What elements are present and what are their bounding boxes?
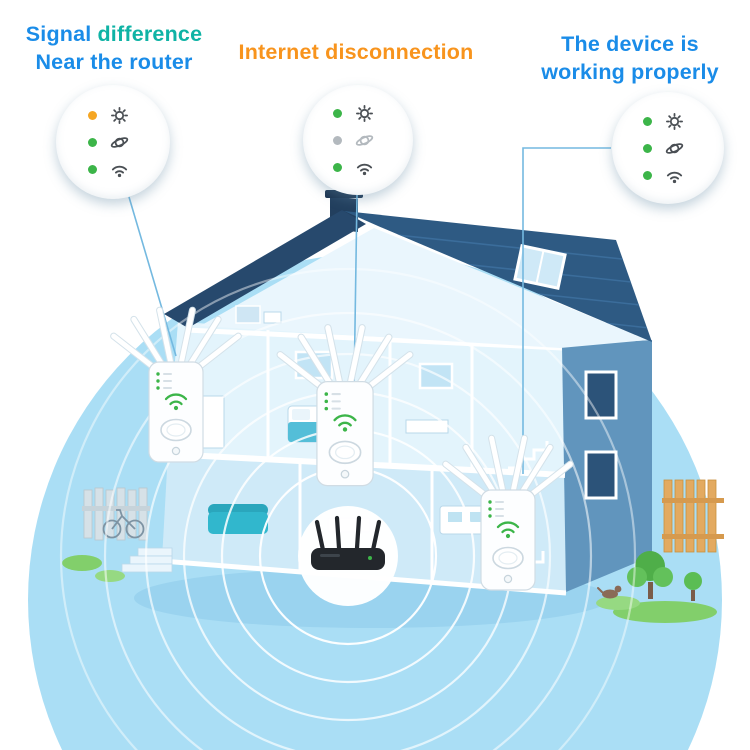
led-row <box>333 131 383 150</box>
status-led <box>643 143 652 153</box>
wifi-signal-rings <box>59 267 637 750</box>
dog <box>597 585 622 599</box>
interior-walls <box>266 327 474 581</box>
side-window <box>584 450 618 500</box>
fence-right <box>662 479 724 553</box>
wifi-router <box>311 515 385 570</box>
status-badge-internet-disconnection <box>303 85 413 195</box>
led-row <box>88 133 138 152</box>
status-led <box>88 164 97 174</box>
connector-left <box>128 196 177 357</box>
wifi-icon <box>665 166 684 185</box>
led-row <box>643 139 693 158</box>
status-led <box>333 162 342 172</box>
status-led <box>88 137 97 147</box>
led-row <box>88 106 138 125</box>
led-row <box>88 160 138 179</box>
heading-line: Internet disconnection <box>238 40 474 64</box>
status-badge-device-working <box>612 92 724 204</box>
planet-icon <box>110 133 129 152</box>
wifi-icon <box>110 160 129 179</box>
gear-icon <box>110 106 129 125</box>
led-row <box>333 104 383 123</box>
planet-icon <box>665 139 684 158</box>
gear-icon <box>355 104 374 123</box>
router-body <box>311 548 385 570</box>
roof <box>164 190 652 342</box>
heading-device-working: The device is working properly <box>526 30 734 86</box>
led-row <box>643 112 693 131</box>
heading-line: Near the router <box>35 50 193 74</box>
roof-gable-edge <box>164 210 366 328</box>
wifi-icon <box>355 158 374 177</box>
status-led <box>333 135 342 145</box>
grass-patches <box>62 555 717 623</box>
trees <box>627 551 702 601</box>
status-led <box>643 170 652 180</box>
skylight <box>513 244 567 290</box>
connector-right <box>522 147 611 474</box>
side-window <box>584 370 618 420</box>
status-led <box>88 110 97 120</box>
heading-word: Signal <box>25 22 92 46</box>
attic-boxes <box>235 305 282 324</box>
yard-props <box>62 479 724 623</box>
status-led <box>643 116 652 126</box>
led-row <box>333 158 383 177</box>
heading-line: working properly <box>541 60 719 84</box>
heading-line: The device is <box>561 32 699 56</box>
gear-icon <box>665 112 684 131</box>
heading-word: difference <box>97 22 203 46</box>
heading-internet-disconnection: Internet disconnection <box>232 38 480 66</box>
bicycle <box>102 509 145 539</box>
attic <box>200 228 648 348</box>
status-badge-near-router <box>56 85 170 199</box>
roof-face <box>344 211 652 342</box>
planet-icon <box>355 131 374 150</box>
led-row <box>643 166 693 185</box>
status-led <box>333 108 342 118</box>
router-antennas <box>314 515 382 553</box>
